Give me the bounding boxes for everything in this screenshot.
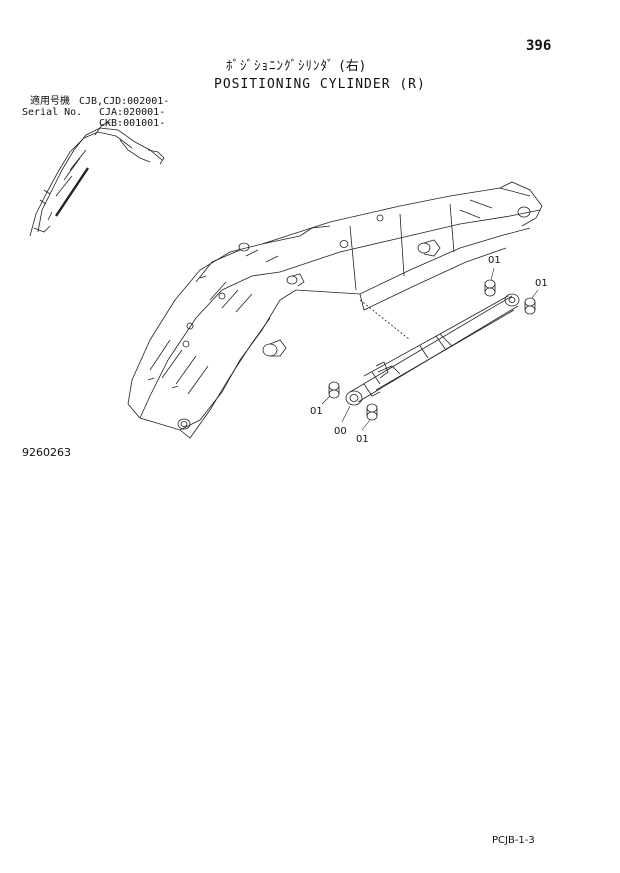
callout-leaders [321,267,539,431]
bushing-lower-right [366,403,378,421]
positioning-cylinder [345,293,520,406]
overview-cylinder-highlight [55,167,89,217]
bushing-lower-left [328,381,340,399]
footer-code: PCJB-1-3 [492,835,535,846]
page-number: 396 [526,38,552,54]
serial-line-3: CKB:001001- [99,118,166,129]
serial-line-1: CJB,CJD:002001- [79,96,170,107]
part-label-bushing-lower-left: 01 [310,406,323,417]
leader-line [359,299,411,341]
bushing-upper-left [484,279,496,297]
part-label-bushing-upper-left: 01 [488,255,501,266]
serial-line-2: CJA:020001- [99,107,166,118]
part-label-bushing-lower-right: 01 [356,434,369,445]
bushing-upper-right [524,297,536,315]
boom-structure [127,181,543,439]
overview-thumbnail [29,121,165,237]
part-label-cylinder: 00 [334,426,347,437]
serial-label-jp: 適用号機 [30,96,70,107]
drawing-number: 9260263 [22,446,71,459]
part-label-bushing-upper-right: 01 [535,278,548,289]
serial-label-en: Serial No. [22,107,83,118]
title-japanese: ﾎﾞｼﾞｼｮﾆﾝｸﾞｼﾘﾝﾀﾞ (右) [226,59,366,74]
title-english: POSITIONING CYLINDER (R) [214,77,426,92]
